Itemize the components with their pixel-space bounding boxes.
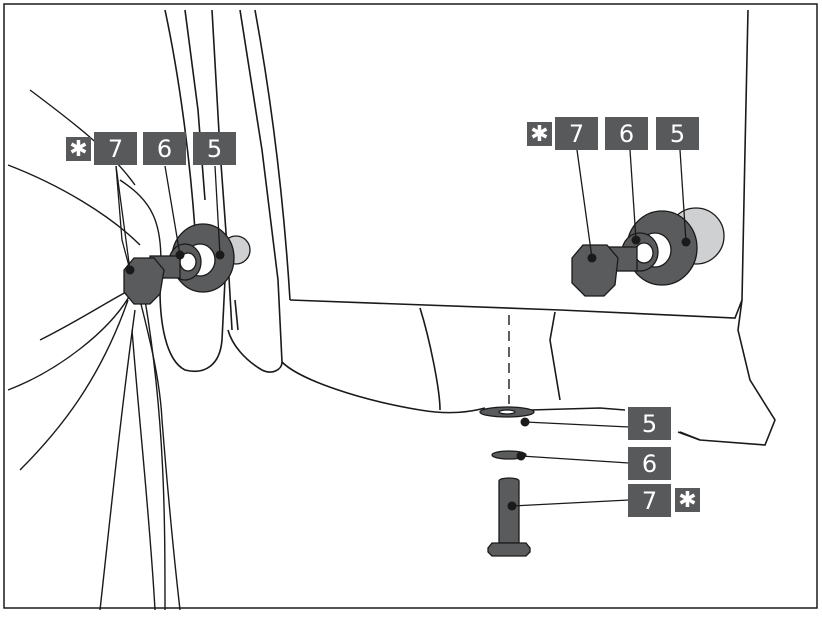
figure-border (3, 3, 818, 609)
dot-bottom-washer-large (520, 417, 530, 427)
bottom-callout-bolt: 7 (628, 484, 671, 517)
cable-lines (7, 89, 181, 611)
dot-right-washer-large (681, 237, 691, 247)
leader-dots (125, 235, 691, 511)
bottom-washer-large-hole (498, 409, 516, 415)
dot-left-nut (125, 265, 135, 275)
dot-left-washer-small (175, 250, 185, 260)
dot-bottom-bolt (507, 501, 517, 511)
bottom-callout-washer-small: 6 (628, 447, 671, 480)
bottom-bolt-shank (498, 477, 520, 544)
dot-left-washer-large (215, 250, 225, 260)
dot-right-washer-small (631, 235, 641, 245)
left-bracket-outline (159, 9, 283, 373)
left-hex-nut (123, 257, 165, 305)
bottom-hardware (479, 406, 535, 557)
dot-right-nut (587, 253, 597, 263)
right-hardware (571, 207, 725, 297)
leader-lines (115, 149, 687, 507)
bottom-bolt-head (487, 542, 531, 557)
right-star-callout: ✱ (527, 122, 552, 147)
right-callout-washer-large: 5 (656, 117, 699, 150)
bottom-callout-washer-large: 5 (628, 407, 671, 440)
left-star-callout: ✱ (66, 137, 91, 162)
right-callout-washer-small: 6 (605, 117, 648, 150)
left-callout-nut: 7 (94, 132, 137, 165)
right-hex-nut (571, 244, 619, 297)
dot-bottom-washer-small (516, 451, 526, 461)
left-callout-washer-small: 6 (143, 132, 186, 165)
left-hardware (123, 223, 251, 305)
right-washer-small-hole (634, 242, 654, 264)
machine-body-outline (211, 9, 776, 446)
bottom-star-callout: ✱ (675, 488, 700, 513)
left-callout-washer-large: 5 (193, 132, 236, 165)
right-callout-nut: 7 (555, 117, 598, 150)
